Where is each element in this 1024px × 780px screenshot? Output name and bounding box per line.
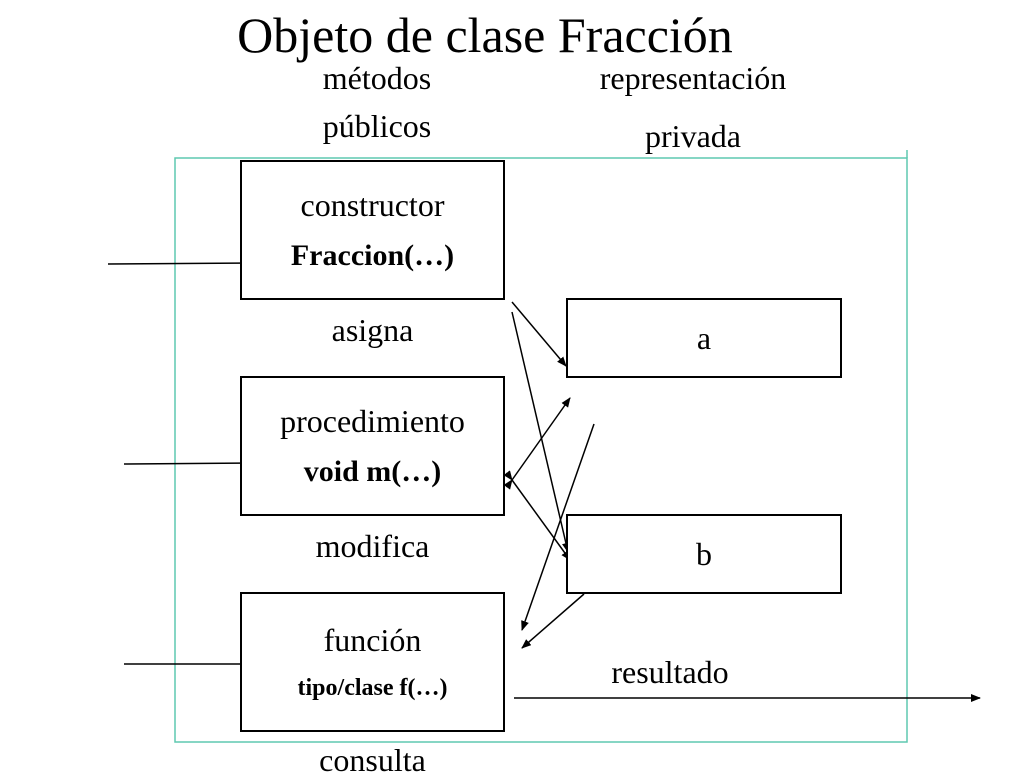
method-caption-assign: asigna	[331, 312, 414, 348]
query-arrow-b	[521, 593, 585, 649]
method-kind: procedimiento	[280, 403, 465, 439]
call-arrow-constructor	[107, 259, 257, 268]
method-box-procedure: procedimiento void m(…)	[240, 376, 505, 516]
method-kind: función	[323, 622, 422, 658]
field-box-b: b	[566, 514, 842, 594]
call-arrow-procedure	[123, 459, 257, 468]
assign-arrow-a	[511, 301, 567, 367]
field-name: a	[696, 319, 712, 356]
method-signature: void m(…)	[303, 455, 442, 488]
header-private-line2: privada	[645, 118, 741, 154]
method-box-function: función tipo/clase f(…)	[240, 592, 505, 732]
field-box-a: a	[566, 298, 842, 378]
query-arrow-a	[521, 423, 595, 631]
method-kind: constructor	[300, 187, 445, 223]
method-signature: tipo/clase f(…)	[297, 675, 448, 701]
method-signature: Fraccion(…)	[290, 239, 455, 272]
modify-arrow-b	[503, 470, 571, 561]
field-name: b	[696, 535, 712, 572]
header-public-line2: públicos	[322, 108, 432, 144]
diagram-title: Objeto de clase Fracción	[237, 7, 733, 63]
modify-arrow-a	[503, 397, 571, 490]
header-public-line1: métodos	[322, 60, 432, 96]
result-label: resultado	[611, 654, 729, 690]
method-caption-modify: modifica	[315, 528, 430, 564]
method-box-constructor: constructor Fraccion(…)	[240, 160, 505, 300]
assign-arrow-b	[511, 311, 570, 553]
object-boundary	[174, 157, 908, 743]
header-private-line1: representación	[599, 60, 787, 96]
method-caption-query: consulta	[319, 742, 426, 778]
